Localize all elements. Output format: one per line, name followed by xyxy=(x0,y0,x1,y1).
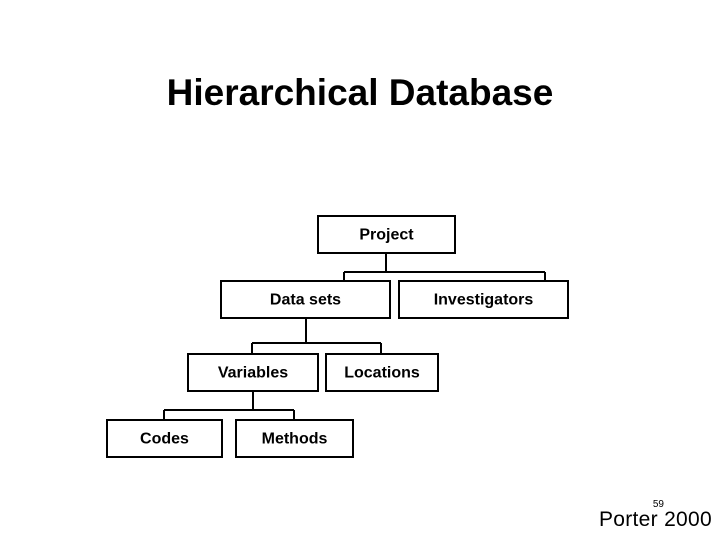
node-label-project: Project xyxy=(359,227,414,244)
node-box-methods[interactable] xyxy=(235,419,354,458)
node-methods[interactable]: Methods xyxy=(235,419,354,458)
node-label-locations: Locations xyxy=(344,365,420,382)
connector-lines xyxy=(163,253,546,420)
node-codes[interactable]: Codes xyxy=(106,419,223,458)
page-title: Hierarchical Database xyxy=(166,72,554,113)
node-box-project[interactable] xyxy=(317,215,456,254)
node-box-locations[interactable] xyxy=(325,353,439,392)
node-label-methods: Methods xyxy=(262,431,328,448)
slide-footer: Porter 2000 xyxy=(599,508,712,532)
node-investigators[interactable]: Investigators xyxy=(398,280,569,319)
node-box-investigators[interactable] xyxy=(398,280,569,319)
connector-project-to-children xyxy=(343,253,546,281)
connector-data-sets-to-children xyxy=(251,318,382,354)
connector-variables-to-children xyxy=(163,391,295,420)
node-label-data-sets: Data sets xyxy=(270,292,341,309)
node-box-data-sets[interactable] xyxy=(220,280,391,319)
node-data-sets[interactable]: Data sets xyxy=(220,280,391,319)
node-variables[interactable]: Variables xyxy=(187,353,319,392)
node-label-investigators: Investigators xyxy=(434,292,534,309)
page-number: 59 xyxy=(652,499,664,510)
footer-credit: Porter 2000 xyxy=(598,508,712,531)
node-box-variables[interactable] xyxy=(187,353,319,392)
node-label-variables: Variables xyxy=(218,365,288,382)
node-label-codes: Codes xyxy=(140,431,189,448)
node-locations[interactable]: Locations xyxy=(325,353,439,392)
node-box-codes[interactable] xyxy=(106,419,223,458)
node-project[interactable]: Project xyxy=(317,215,456,254)
